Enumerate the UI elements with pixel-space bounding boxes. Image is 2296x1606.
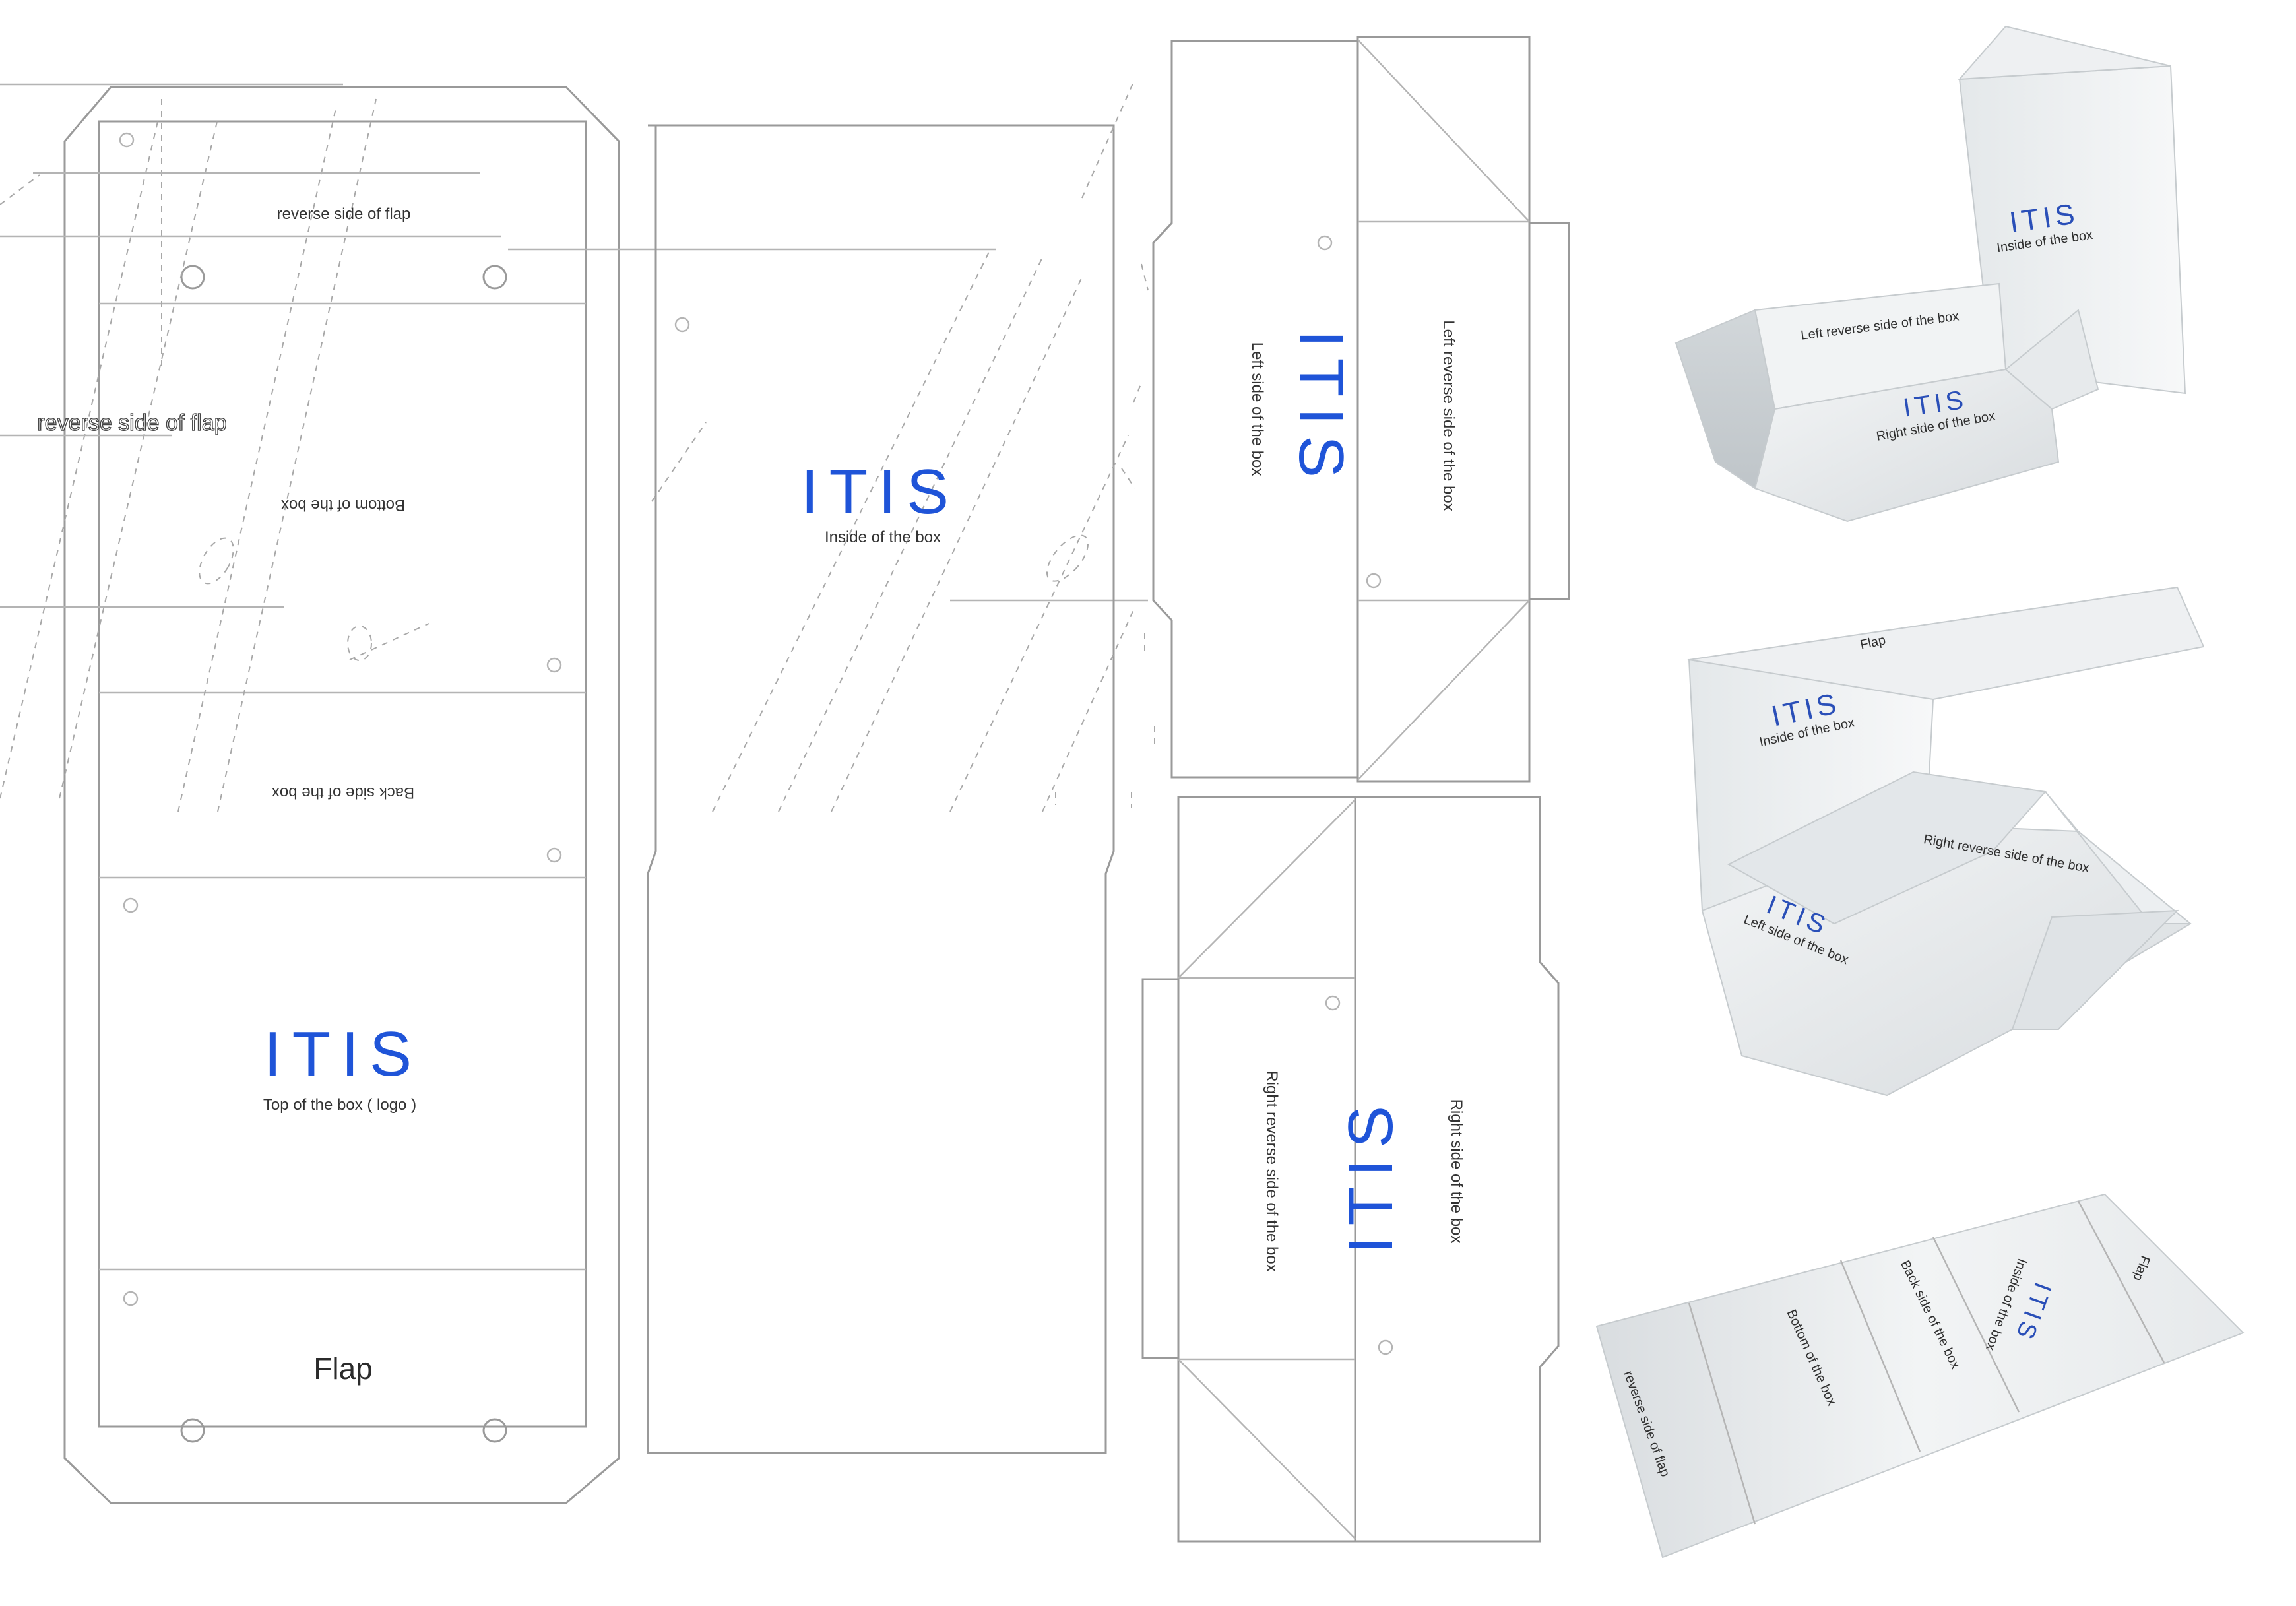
tab bbox=[1528, 222, 1570, 600]
magnet-hole bbox=[180, 1418, 205, 1443]
photo-flat-board: reverse side of flap Bottom of the box B… bbox=[1595, 1193, 2245, 1558]
panel-main-outline bbox=[63, 86, 620, 1504]
guide-line bbox=[712, 250, 990, 812]
panel-right-side: Right reverse side of the box ITIS Right… bbox=[1141, 796, 1560, 1543]
logo-itis-inside: ITIS bbox=[801, 457, 959, 527]
guide-line bbox=[0, 118, 159, 799]
box-right-wing bbox=[2011, 909, 2179, 1030]
board bbox=[1595, 1193, 2245, 1558]
registration-mark bbox=[546, 657, 562, 673]
registration-mark bbox=[546, 847, 562, 863]
guide-line bbox=[349, 623, 430, 660]
label-left-reverse-side-of-the-box: Left reverse side of the box bbox=[1440, 320, 1457, 511]
label-top-of-the-box: Top of the box ( logo ) bbox=[263, 1096, 416, 1114]
registration-mark bbox=[1317, 235, 1333, 251]
panel-main-inner bbox=[98, 120, 587, 1428]
board-fold bbox=[1688, 1302, 1756, 1525]
label-flap: Flap bbox=[313, 1351, 372, 1386]
cut-marks bbox=[1055, 263, 1155, 808]
panel-left-side-outer bbox=[1356, 36, 1531, 783]
board-fold bbox=[1839, 1260, 1921, 1452]
panel-inside-outline bbox=[647, 124, 1115, 1454]
registration-mark bbox=[123, 1291, 139, 1306]
registration-mark bbox=[674, 317, 690, 333]
fold-diagonal bbox=[1357, 600, 1530, 781]
panel-right-side-outline bbox=[1354, 796, 1560, 1543]
panel-left-side: ITIS Left side of the box Left reverse s… bbox=[1152, 36, 1570, 783]
magnet-hole bbox=[482, 1418, 507, 1443]
label-reverse-side-of-flap-outline: reverse side of flap bbox=[37, 410, 226, 435]
registration-mark bbox=[123, 897, 139, 913]
guide-ellipse bbox=[199, 537, 234, 585]
guide-line bbox=[59, 118, 218, 799]
guide-line bbox=[217, 98, 377, 812]
magnet-hole bbox=[482, 265, 507, 290]
label-bottom-of-the-box: Bottom of the box bbox=[281, 496, 405, 514]
fold-diagonal bbox=[1178, 1359, 1356, 1539]
tab bbox=[1141, 978, 1180, 1359]
guide-ellipse bbox=[347, 626, 372, 661]
label-left-side-of-the-box: Left side of the box bbox=[1248, 342, 1266, 476]
box-inner bbox=[1727, 771, 2047, 925]
cut-mark bbox=[1133, 382, 1142, 403]
guide-line bbox=[651, 422, 707, 502]
logo-itis-top: ITIS bbox=[264, 1019, 422, 1089]
photo-box-flap-open: Flap ITIS Inside of the box Right revers… bbox=[1687, 586, 2205, 1097]
panel-main: reverse side of flap reverse side of fla… bbox=[0, 83, 1148, 1504]
panel-inside: ITIS Inside of the box bbox=[647, 79, 1135, 1454]
guide-line bbox=[949, 435, 1129, 812]
label-back-side-of-the-box: Back side of the box bbox=[272, 784, 414, 802]
magnet-hole bbox=[180, 265, 205, 290]
label-reverse-side-of-flap: reverse side of flap bbox=[277, 205, 411, 223]
guide-ellipse bbox=[1046, 534, 1089, 582]
guide-line bbox=[0, 174, 40, 205]
box-side bbox=[1674, 309, 1776, 490]
logo-itis-right-side: ITIS bbox=[1335, 1095, 1406, 1254]
label-right-side-of-the-box: Right side of the box bbox=[1448, 1099, 1465, 1244]
guide-line bbox=[1081, 79, 1135, 199]
registration-mark bbox=[1378, 1339, 1393, 1355]
cut-mark bbox=[1141, 263, 1149, 291]
label-inside-of-the-box: Inside of the box bbox=[825, 529, 941, 546]
guide-line bbox=[778, 257, 1043, 812]
cut-mark bbox=[1121, 468, 1135, 489]
guide-line bbox=[177, 105, 337, 812]
lid-top bbox=[1958, 25, 2171, 80]
logo-itis-left-side: ITIS bbox=[1286, 330, 1356, 488]
label-right-reverse-side-of-the-box: Right reverse side of the box bbox=[1263, 1070, 1281, 1272]
board-fold bbox=[2077, 1200, 2165, 1363]
registration-mark bbox=[1325, 995, 1341, 1011]
guide-line bbox=[831, 276, 1083, 812]
fold-diagonal bbox=[1178, 799, 1356, 979]
guide-line bbox=[1042, 606, 1135, 812]
fold-diagonal bbox=[1357, 39, 1530, 222]
registration-mark bbox=[119, 132, 135, 148]
board-fold bbox=[1932, 1237, 2020, 1413]
box-side-flap bbox=[2004, 309, 2099, 410]
photo-open-box: ITIS Inside of the box Left reverse side… bbox=[1674, 25, 2186, 523]
registration-mark bbox=[1366, 573, 1382, 589]
